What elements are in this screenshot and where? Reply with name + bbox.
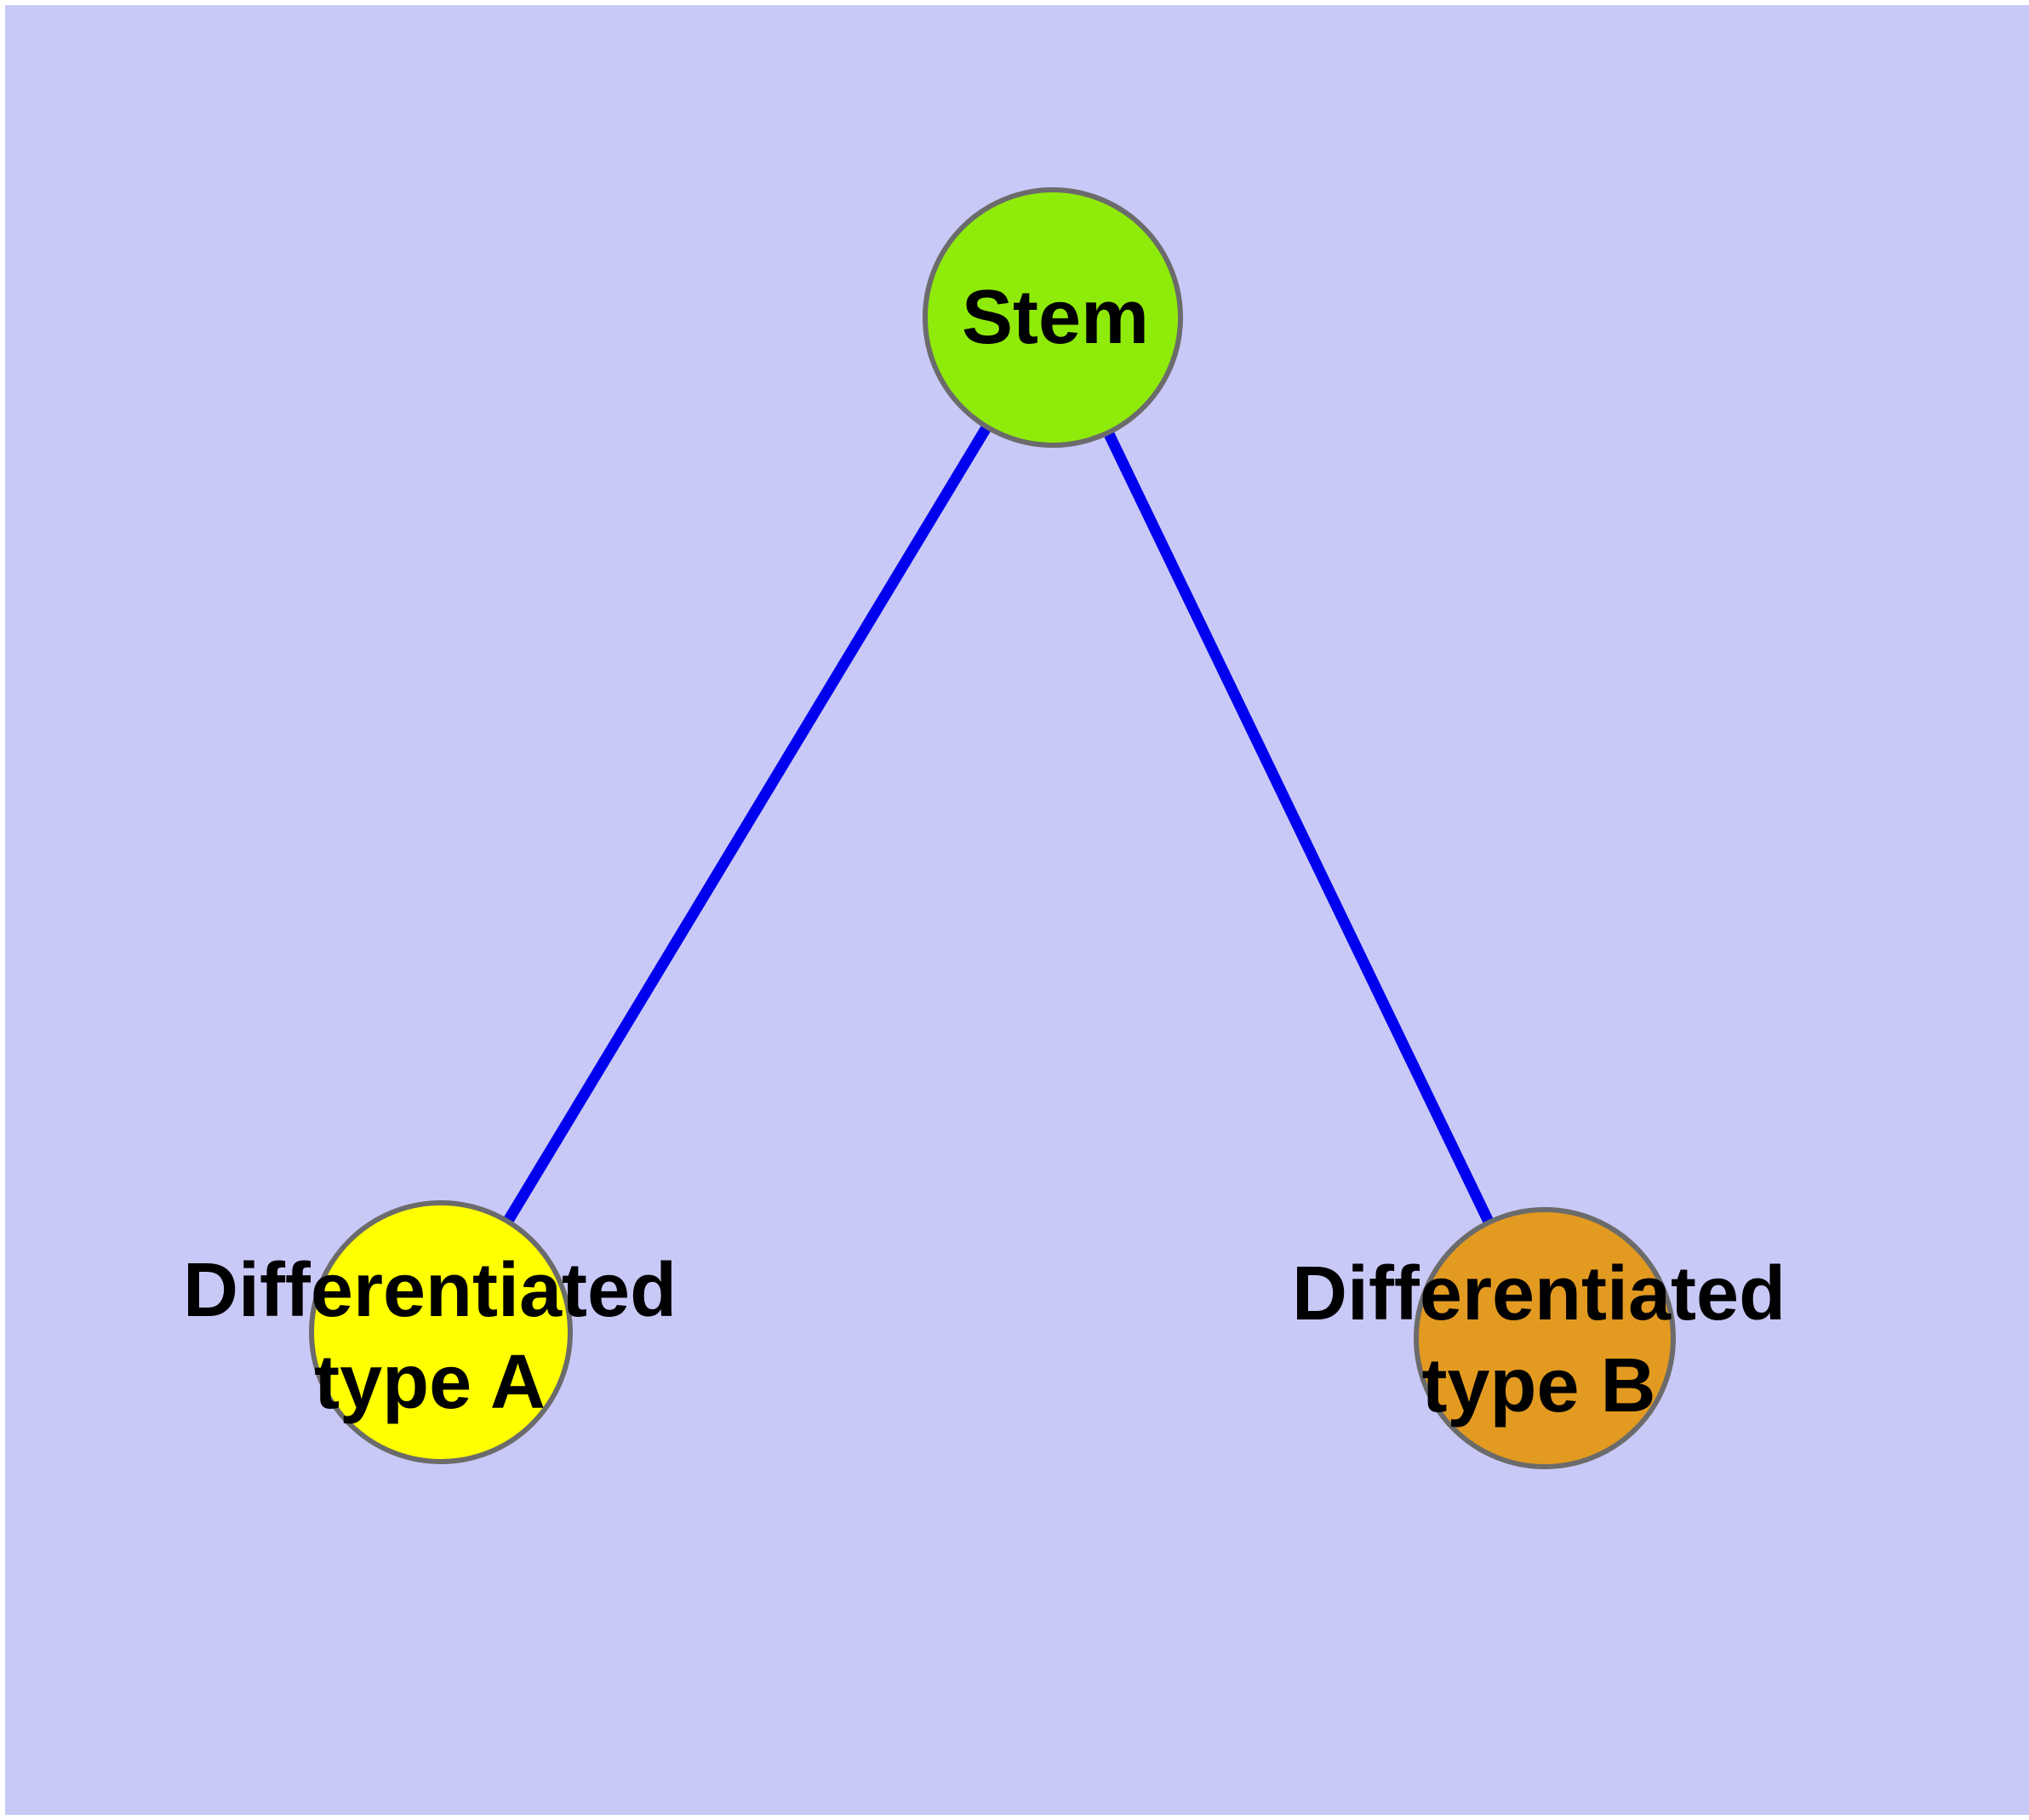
edge-stem-to-diff-a (436, 314, 1058, 1336)
node-label-diff-b: Differentiated type B (1291, 1251, 1786, 1428)
node-stem (923, 187, 1183, 448)
node-diff-b (1414, 1207, 1676, 1469)
node-diff-a (309, 1200, 573, 1464)
edge-stem-to-diff-b (1048, 315, 1550, 1341)
node-label-diff-a: Differentiated type A (182, 1248, 677, 1425)
node-label-stem: Stem (961, 275, 1150, 360)
